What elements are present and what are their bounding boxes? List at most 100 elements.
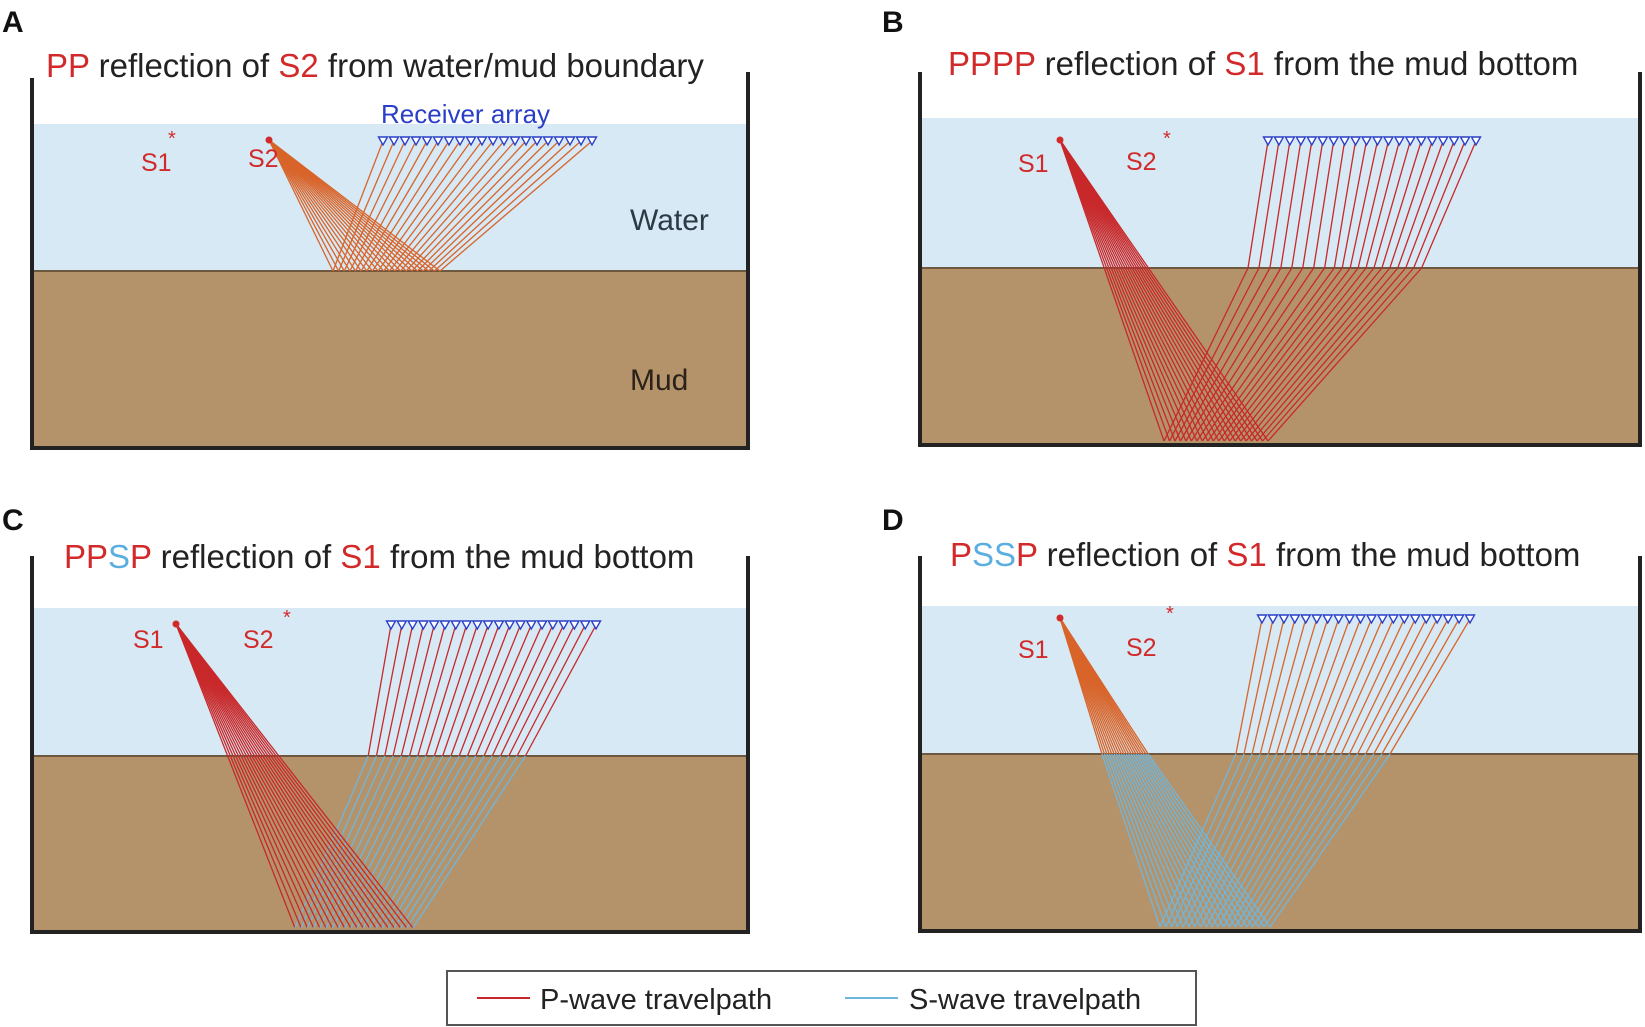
p-wave-ray xyxy=(408,624,446,757)
panel-letter: B xyxy=(882,6,904,39)
s-wave-ray xyxy=(331,755,419,929)
source-s2-label: S2 xyxy=(1126,634,1157,662)
receiver xyxy=(553,136,565,147)
p-wave-ray xyxy=(1269,140,1291,269)
receiver xyxy=(1387,614,1400,625)
p-wave-ray xyxy=(175,623,280,757)
s-wave-ray xyxy=(1108,753,1178,928)
p-wave-ray xyxy=(268,139,368,272)
s-wave-ray xyxy=(1101,753,1161,928)
receiver-array xyxy=(385,620,602,631)
p-wave-ray xyxy=(1333,140,1357,269)
p-wave-ray xyxy=(383,140,483,272)
p-wave-ray xyxy=(245,755,340,929)
p-wave-ray xyxy=(1140,267,1253,442)
panel-letter: C xyxy=(2,504,24,537)
title-segment: SS xyxy=(972,536,1016,573)
s-wave-ray xyxy=(337,755,427,929)
p-wave-ray xyxy=(268,139,441,272)
p-wave-ray xyxy=(1267,267,1423,442)
title-segment: from the mud bottom xyxy=(381,538,695,575)
title-segment: from water/mud boundary xyxy=(319,47,705,84)
p-wave-ray xyxy=(1251,618,1285,755)
receiver xyxy=(1321,614,1334,625)
p-wave-ray xyxy=(433,624,478,757)
source-star-icon: * xyxy=(168,128,176,150)
p-wave-ray xyxy=(1313,140,1335,269)
p-wave-ray xyxy=(1234,267,1375,442)
receiver xyxy=(471,620,484,631)
s-wave-ray xyxy=(1199,753,1294,928)
receiver xyxy=(1382,136,1395,147)
p-wave-ray xyxy=(278,755,414,929)
panel-letter: A xyxy=(2,6,24,39)
p-wave-ray xyxy=(259,755,371,929)
water-label: Water xyxy=(630,204,709,237)
title-segment: reflection of xyxy=(89,47,278,84)
p-wave-ray xyxy=(254,755,358,929)
receiver xyxy=(476,136,488,147)
p-wave-ray xyxy=(227,755,296,929)
source-dot xyxy=(265,136,273,144)
receiver xyxy=(385,620,397,631)
receiver xyxy=(1343,614,1356,625)
receiver xyxy=(525,620,537,631)
receiver xyxy=(536,620,548,631)
p-wave-ray xyxy=(1115,267,1192,442)
p-wave-ray xyxy=(1196,267,1315,442)
title-segment: S xyxy=(108,538,130,575)
p-wave-ray xyxy=(1349,140,1379,269)
p-wave-ray xyxy=(1308,618,1362,755)
source-s2-label: S2 xyxy=(1126,148,1157,176)
receiver xyxy=(568,620,581,631)
p-wave-ray xyxy=(428,140,571,272)
receiver xyxy=(493,620,505,631)
p-wave-ray xyxy=(262,755,377,929)
receiver xyxy=(465,136,477,147)
title-segment: PPPP xyxy=(948,45,1035,82)
s-wave-ray xyxy=(412,755,526,929)
receiver-array xyxy=(1256,614,1476,625)
legend: P-wave travelpath S-wave travelpath xyxy=(446,970,1197,1026)
p-wave-ray xyxy=(1259,618,1296,755)
p-wave-ray xyxy=(499,624,565,757)
p-wave-ray xyxy=(1105,267,1171,442)
s-wave-ray xyxy=(1234,753,1342,928)
receiver xyxy=(1453,614,1465,625)
p-wave-ray xyxy=(1316,618,1373,755)
receiver xyxy=(487,136,499,147)
s-wave-ray xyxy=(1223,753,1326,928)
tank-walls xyxy=(30,72,750,450)
s-wave-ray xyxy=(393,755,502,929)
receiver xyxy=(1404,136,1417,147)
p-wave-ray xyxy=(1258,140,1280,269)
receiver-array-label: Receiver array xyxy=(381,99,550,129)
p-wave-ray xyxy=(1059,617,1149,755)
p-wave-ray xyxy=(1190,267,1304,442)
receiver xyxy=(1448,136,1460,147)
source-dot xyxy=(172,620,180,628)
p-wave-ray xyxy=(1126,267,1220,442)
water-layer xyxy=(32,124,748,271)
receiver xyxy=(1262,136,1274,147)
p-wave-ray xyxy=(400,624,435,757)
p-wave-ray xyxy=(1247,140,1269,269)
receiver xyxy=(1354,614,1367,625)
receiver-array xyxy=(377,136,598,147)
p-wave-ray xyxy=(268,139,396,272)
s-wave-ray xyxy=(368,755,469,929)
p-wave-ray xyxy=(243,755,333,929)
p-wave-ray xyxy=(264,755,383,929)
receiver xyxy=(454,136,466,147)
title-segment: reflection of xyxy=(151,538,340,575)
receiver xyxy=(509,136,521,147)
ray-paths: * xyxy=(172,607,597,929)
p-wave-ray xyxy=(1421,140,1477,269)
receiver-array xyxy=(1262,136,1482,147)
receiver xyxy=(1409,614,1421,625)
s-wave-ray xyxy=(375,755,477,929)
receiver xyxy=(1365,614,1378,625)
p-wave-ray xyxy=(268,139,362,272)
p-wave-ray xyxy=(235,755,315,929)
